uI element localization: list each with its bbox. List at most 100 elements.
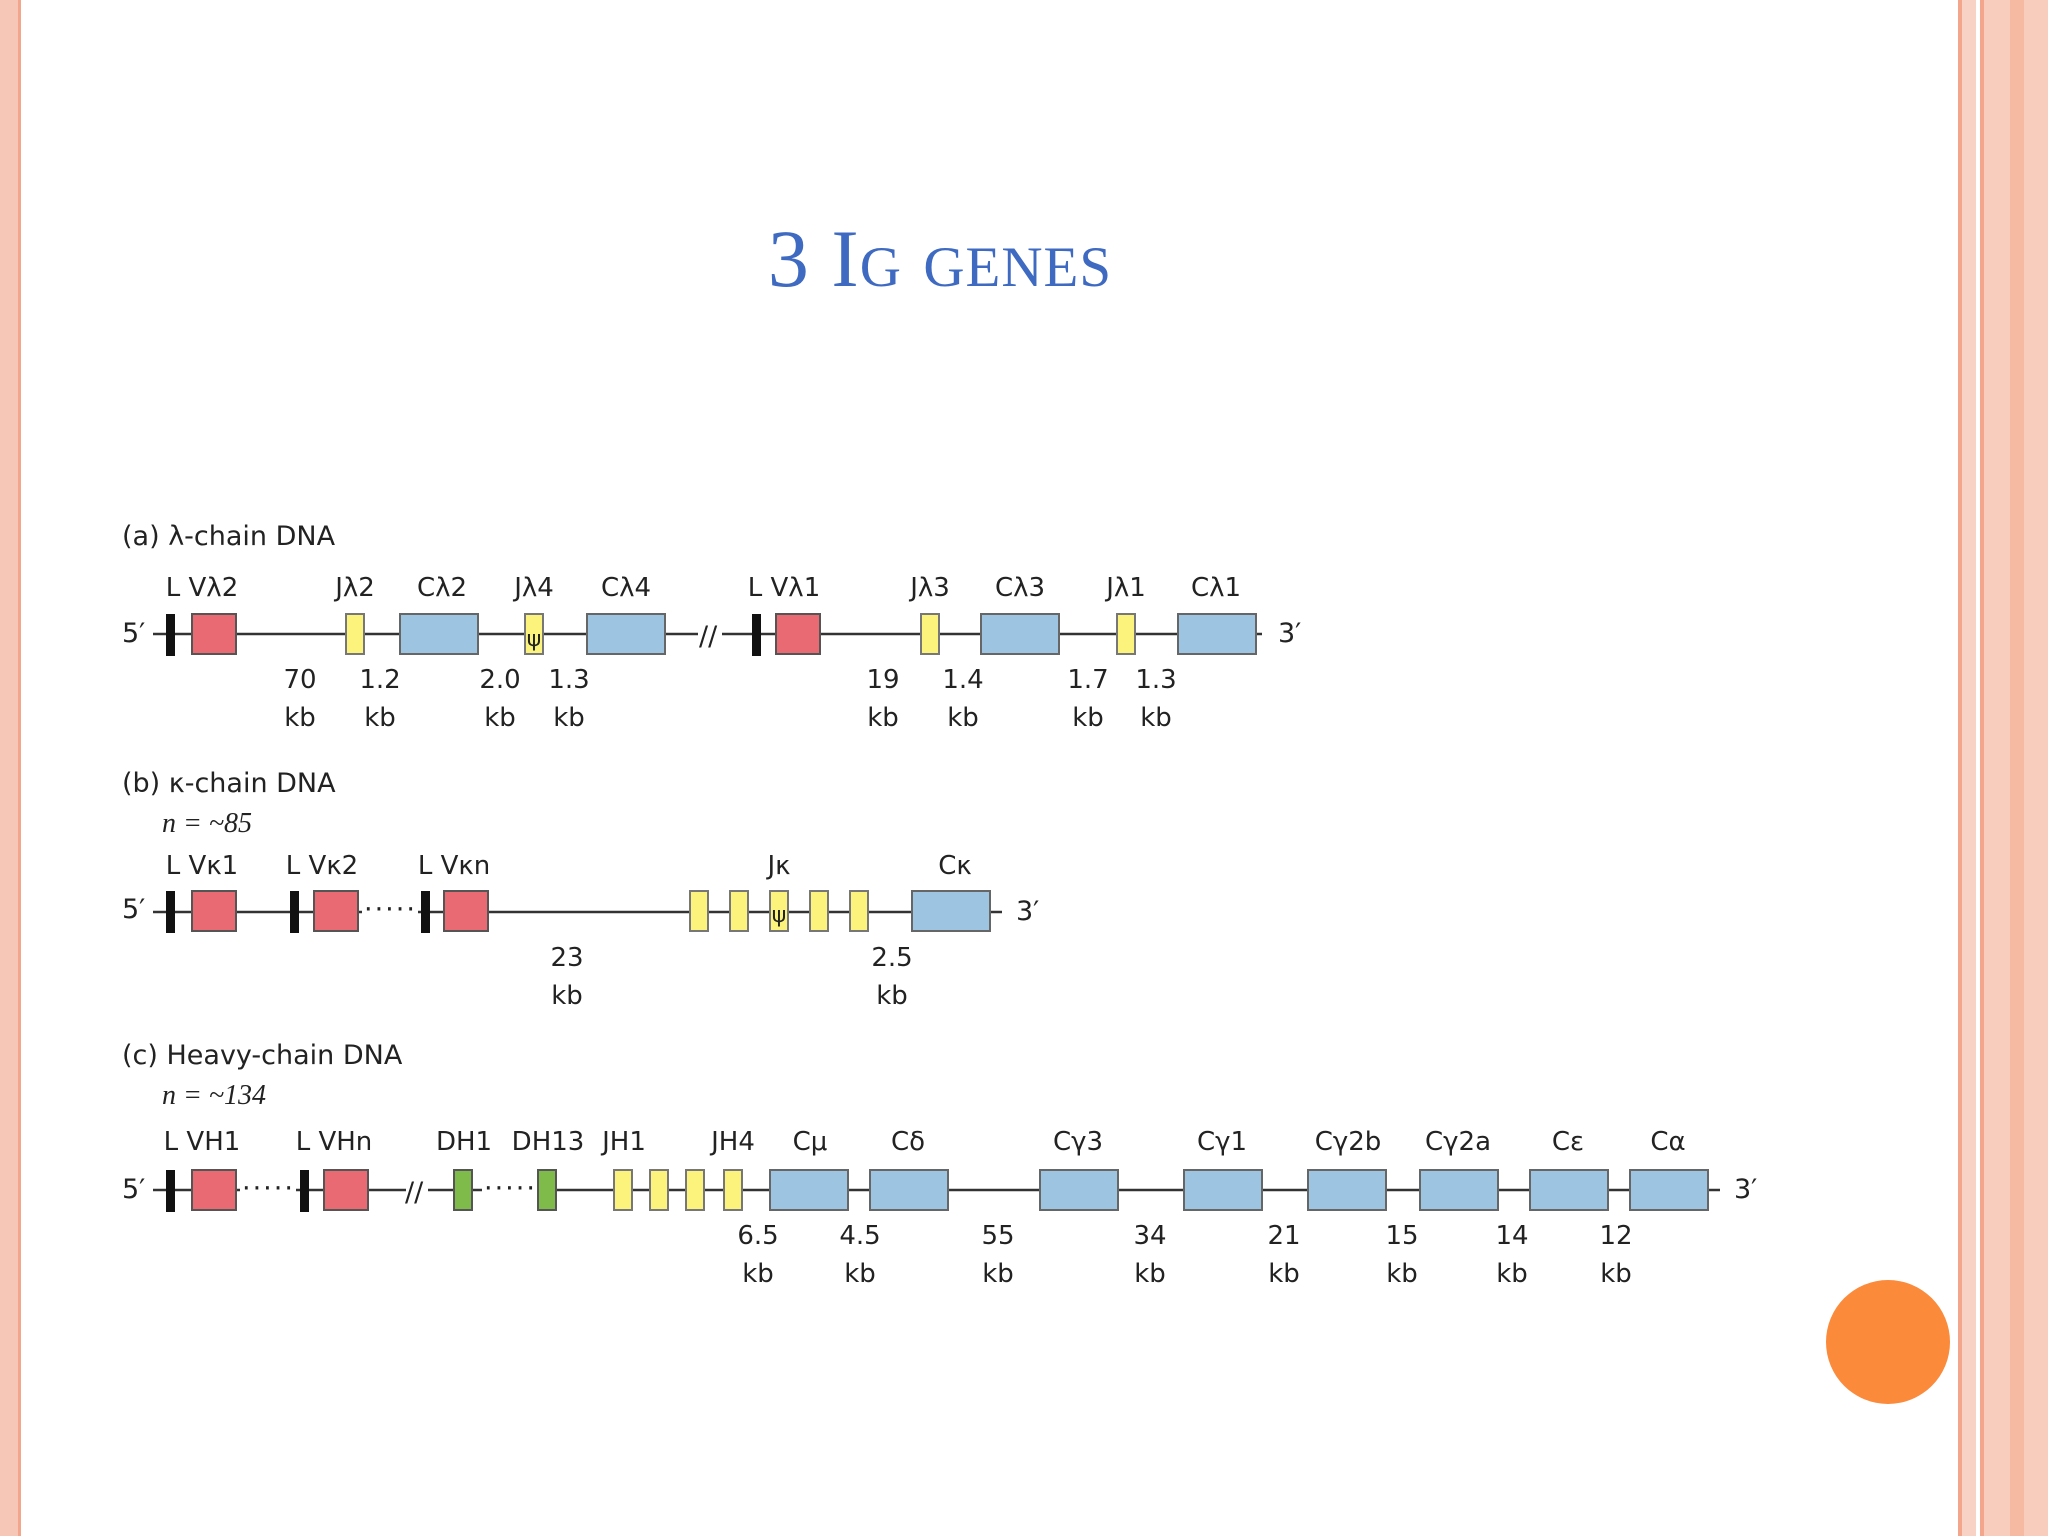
heavy-label-cgamma2b: Cγ2b — [1315, 1127, 1382, 1157]
leader-segment-l-lambda2 — [166, 614, 175, 656]
heavy-label-cdelta: Cδ — [891, 1127, 925, 1157]
v-segment-h1 — [191, 1169, 237, 1211]
lambda-distance-1: 70 — [283, 665, 316, 695]
slide-border-right-stripe — [2010, 0, 2024, 1536]
c-segment-gamma1 — [1183, 1169, 1263, 1211]
lambda-label-c3: Cλ3 — [995, 573, 1045, 603]
heavy-label-lvh1: L VH1 — [164, 1127, 241, 1157]
c-segment-delta — [869, 1169, 949, 1211]
c-segment-kappa — [911, 890, 991, 932]
heavy-five-prime: 5′ — [122, 1174, 145, 1205]
v-segment-kappan — [443, 890, 489, 932]
c-segment-gamma3 — [1039, 1169, 1119, 1211]
kappa-heading: (b) κ-chain DNA — [122, 768, 336, 799]
heavy-label-dh13: DH13 — [512, 1127, 585, 1157]
heavy-distance-1: 6.5 — [737, 1221, 778, 1251]
kappa-label-lvn: L Vκn — [418, 851, 490, 881]
v-segment-lambda2 — [191, 613, 237, 655]
decorative-orange-circle — [1826, 1280, 1950, 1404]
heavy-unit-2: kb — [844, 1259, 876, 1289]
lambda-unit-2: kb — [364, 703, 396, 733]
j-segment-kappa1 — [689, 890, 709, 932]
lambda-unit-6: kb — [947, 703, 979, 733]
j-segment-kappa3-pseudo — [769, 890, 789, 932]
j-segment-lambda4 — [524, 613, 544, 655]
heavy-unit-7: kb — [1496, 1259, 1528, 1289]
leader-segment-l-vhn — [300, 1170, 309, 1212]
v-segment-hn — [323, 1169, 369, 1211]
v-segment-kappa2 — [313, 890, 359, 932]
leader-segment-l-vh1 — [166, 1170, 175, 1212]
kappa-unit-2: kb — [876, 981, 908, 1011]
kappa-label-c: Cκ — [938, 851, 971, 881]
heavy-label-cgamma3: Cγ3 — [1053, 1127, 1103, 1157]
lambda-unit-5: kb — [867, 703, 899, 733]
kappa-label-j: Jκ — [766, 851, 791, 881]
lambda-distance-4: 1.3 — [548, 665, 589, 695]
c-segment-lambda3 — [980, 613, 1060, 655]
lambda-three-prime: 3′ — [1278, 618, 1301, 649]
d-segment-h1 — [453, 1169, 473, 1211]
lambda-distance-2: 1.2 — [359, 665, 400, 695]
j-segment-h3 — [685, 1169, 705, 1211]
heavy-unit-8: kb — [1600, 1259, 1632, 1289]
kappa-distance-2: 2.5 — [871, 943, 912, 973]
j-segment-h2 — [649, 1169, 669, 1211]
heavy-label-lvhn: L VHn — [296, 1127, 373, 1157]
lambda-unit-8: kb — [1140, 703, 1172, 733]
slide-border-right-inner — [1958, 0, 1976, 1536]
lambda-label-j3: Jλ3 — [908, 573, 950, 603]
lambda-label-j2: Jλ2 — [333, 573, 375, 603]
lambda-label-j1: Jλ1 — [1104, 573, 1146, 603]
leader-segment-l-kappan — [421, 891, 430, 933]
lambda-five-prime: 5′ — [122, 618, 145, 649]
d-segment-h13 — [537, 1169, 557, 1211]
lambda-label-c2: Cλ2 — [417, 573, 467, 603]
v-segment-kappa1 — [191, 890, 237, 932]
lambda-distance-3: 2.0 — [479, 665, 520, 695]
kappa-unit-1: kb — [551, 981, 583, 1011]
slide-border-left — [0, 0, 21, 1536]
kappa-ellipsis: ····· — [364, 894, 417, 925]
j-segment-lambda1 — [1116, 613, 1136, 655]
leader-segment-l-lambda1 — [752, 614, 761, 656]
heavy-chain-panel: (c) Heavy-chain DNA n = ~134 5′ ····· //… — [122, 1040, 1757, 1289]
lambda-unit-1: kb — [284, 703, 316, 733]
heavy-unit-4: kb — [1134, 1259, 1166, 1289]
heavy-unit-3: kb — [982, 1259, 1014, 1289]
lambda-unit-3: kb — [484, 703, 516, 733]
lambda-unit-7: kb — [1072, 703, 1104, 733]
j-segment-lambda2 — [345, 613, 365, 655]
lambda-unit-4: kb — [553, 703, 585, 733]
lambda-break-mark: // — [699, 621, 718, 652]
lambda-distance-7: 1.7 — [1067, 665, 1108, 695]
c-segment-gamma2b — [1307, 1169, 1387, 1211]
lambda-label-lv2: L Vλ2 — [166, 573, 238, 603]
j-segment-kappa5 — [849, 890, 869, 932]
heavy-unit-1: kb — [742, 1259, 774, 1289]
c-segment-epsilon — [1529, 1169, 1609, 1211]
heavy-label-cepsilon: Cε — [1552, 1127, 1584, 1157]
kappa-chain-panel: (b) κ-chain DNA n = ~85 5′ ····· 3′ ψ L … — [122, 768, 1039, 1011]
slide-title: 3 Ig genes — [767, 213, 1113, 304]
kappa-five-prime: 5′ — [122, 894, 145, 925]
c-segment-lambda2 — [399, 613, 479, 655]
lambda-label-lv1: L Vλ1 — [748, 573, 820, 603]
kappa-distance-1: 23 — [550, 943, 583, 973]
c-segment-gamma2a — [1419, 1169, 1499, 1211]
heavy-distance-2: 4.5 — [839, 1221, 880, 1251]
heavy-distance-5: 21 — [1267, 1221, 1300, 1251]
heavy-unit-5: kb — [1268, 1259, 1300, 1289]
heavy-break-mark: // — [405, 1177, 424, 1208]
leader-segment-l-kappa1 — [166, 891, 175, 933]
heavy-heading: (c) Heavy-chain DNA — [122, 1040, 403, 1071]
heavy-distance-8: 12 — [1599, 1221, 1632, 1251]
lambda-distance-5: 19 — [866, 665, 899, 695]
j-segment-lambda3 — [920, 613, 940, 655]
heavy-distance-6: 15 — [1385, 1221, 1418, 1251]
pseudogene-mark-lambda4: ψ — [527, 627, 542, 652]
j-segment-h4 — [723, 1169, 743, 1211]
pseudogene-mark-kappa: ψ — [772, 903, 787, 928]
kappa-n-count: n = ~85 — [162, 808, 252, 839]
heavy-distance-4: 34 — [1133, 1221, 1166, 1251]
